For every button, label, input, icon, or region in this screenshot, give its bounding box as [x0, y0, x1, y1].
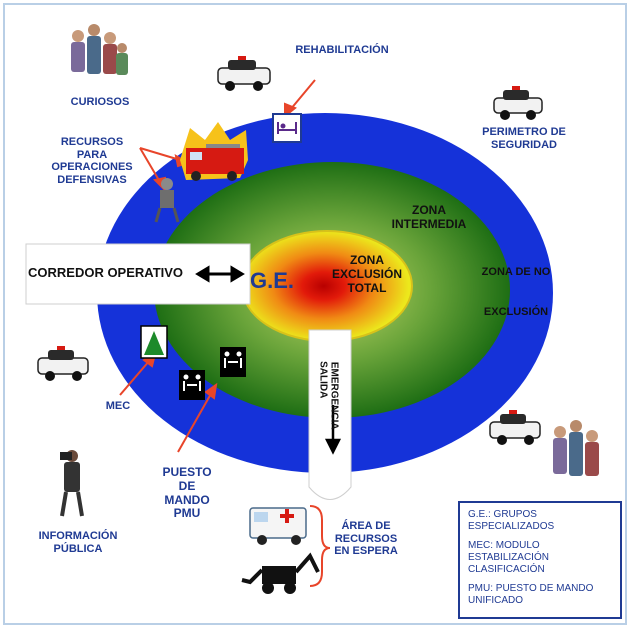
pmu-line-2: DE: [178, 478, 196, 493]
meeting-icon: [179, 347, 246, 400]
down-arrow-icon: [324, 405, 342, 455]
exclusion-line-1: ZONA: [350, 253, 384, 267]
ge-label: G.E.: [249, 268, 294, 293]
pmu-line-4: PMU: [173, 506, 201, 521]
pmu-line-3: MANDO: [164, 492, 210, 507]
recursos-label: RECURSOS PARA OPERACIONES DEFENSIVAS: [44, 136, 140, 187]
tent-icon: [140, 325, 168, 359]
exit-line-2: EMERGENCIA: [328, 361, 340, 430]
backhoe-icon: [241, 552, 320, 594]
exit-label: SALIDA EMERGENCIA: [310, 350, 350, 430]
area-label: ÁREA DE RECURSOS EN ESPERA: [328, 520, 404, 558]
intermediate-zone-label: ZONA INTERMEDIA: [386, 203, 472, 232]
rehabilitacion-label: REHABILITACIÓN: [295, 44, 389, 56]
double-arrow-icon: [195, 265, 245, 283]
crowd-icon: [71, 24, 128, 75]
info-line-2: PÚBLICA: [53, 542, 103, 555]
police-car-icon-3: [37, 346, 89, 381]
perimetro-label: PERIMETRO DE SEGURIDAD: [474, 126, 574, 151]
legend-pmu: PMU: PUESTO DE MANDO UNIFICADO: [468, 583, 594, 606]
police-car-icon: [217, 56, 271, 91]
pmu-label: PUESTO DE MANDO PMU: [152, 465, 222, 521]
ambulance-icon: [249, 507, 307, 545]
operative-corridor: [25, 243, 251, 305]
legend-ge: G.E.: GRUPOS ESPECIALIZADOS: [468, 509, 555, 532]
mec-label: MEC: [105, 400, 131, 412]
bed-icon: [272, 113, 302, 143]
exclusion-line-2: EXCLUSIÓN: [332, 266, 403, 281]
recursos-line-3: OPERACIONES: [51, 161, 133, 174]
area-line-1: ÁREA DE: [341, 520, 391, 532]
intermediate-line-2: INTERMEDIA: [391, 216, 467, 231]
pointer-arrows: [119, 79, 331, 587]
fire-truck-icon: [180, 122, 248, 181]
emergency-exit: [308, 329, 352, 500]
recursos-line-1: RECURSOS: [60, 136, 124, 148]
legend-box: G.E.: GRUPOS ESPECIALIZADOS MEC: MODULO …: [458, 501, 622, 619]
perimetro-line-2: SEGURIDAD: [490, 138, 557, 151]
police-car-icon-2: [493, 86, 543, 120]
police-car-icon-4: [489, 410, 541, 445]
crowd-icon-right: [553, 420, 599, 476]
perimetro-line-1: PERIMETRO DE: [482, 126, 566, 138]
camera-operator-icon: [60, 450, 84, 517]
curiosos-label: CURIOSOS: [70, 96, 130, 108]
exclusion-zone-label: ZONA EXCLUSIÓN TOTAL: [332, 253, 403, 295]
intermediate-line-1: ZONA: [412, 203, 446, 217]
exit-line-1: SALIDA: [317, 361, 329, 399]
recursos-line-2: PARA: [76, 148, 108, 161]
exclusion-line-3: TOTAL: [347, 280, 387, 295]
no-exclusion-label-2: EXCLUSIÓN: [483, 306, 549, 318]
firefighter-icon: [154, 178, 180, 223]
info-label: INFORMACIÓN PÚBLICA: [36, 530, 120, 555]
no-exclusion-label-1: ZONA DE NO: [481, 266, 551, 278]
corridor-label: CORREDOR OPERATIVO: [28, 265, 184, 280]
legend-mec: MEC: MODULO ESTABILIZACIÓN CLASIFICACIÓN: [468, 540, 549, 575]
diagram-frame: [3, 3, 627, 625]
recursos-line-4: DEFENSIVAS: [57, 173, 127, 186]
info-line-1: INFORMACIÓN: [38, 530, 118, 542]
pmu-line-1: PUESTO: [162, 465, 212, 479]
area-line-2: RECURSOS: [334, 532, 398, 545]
area-line-3: EN ESPERA: [334, 545, 398, 558]
